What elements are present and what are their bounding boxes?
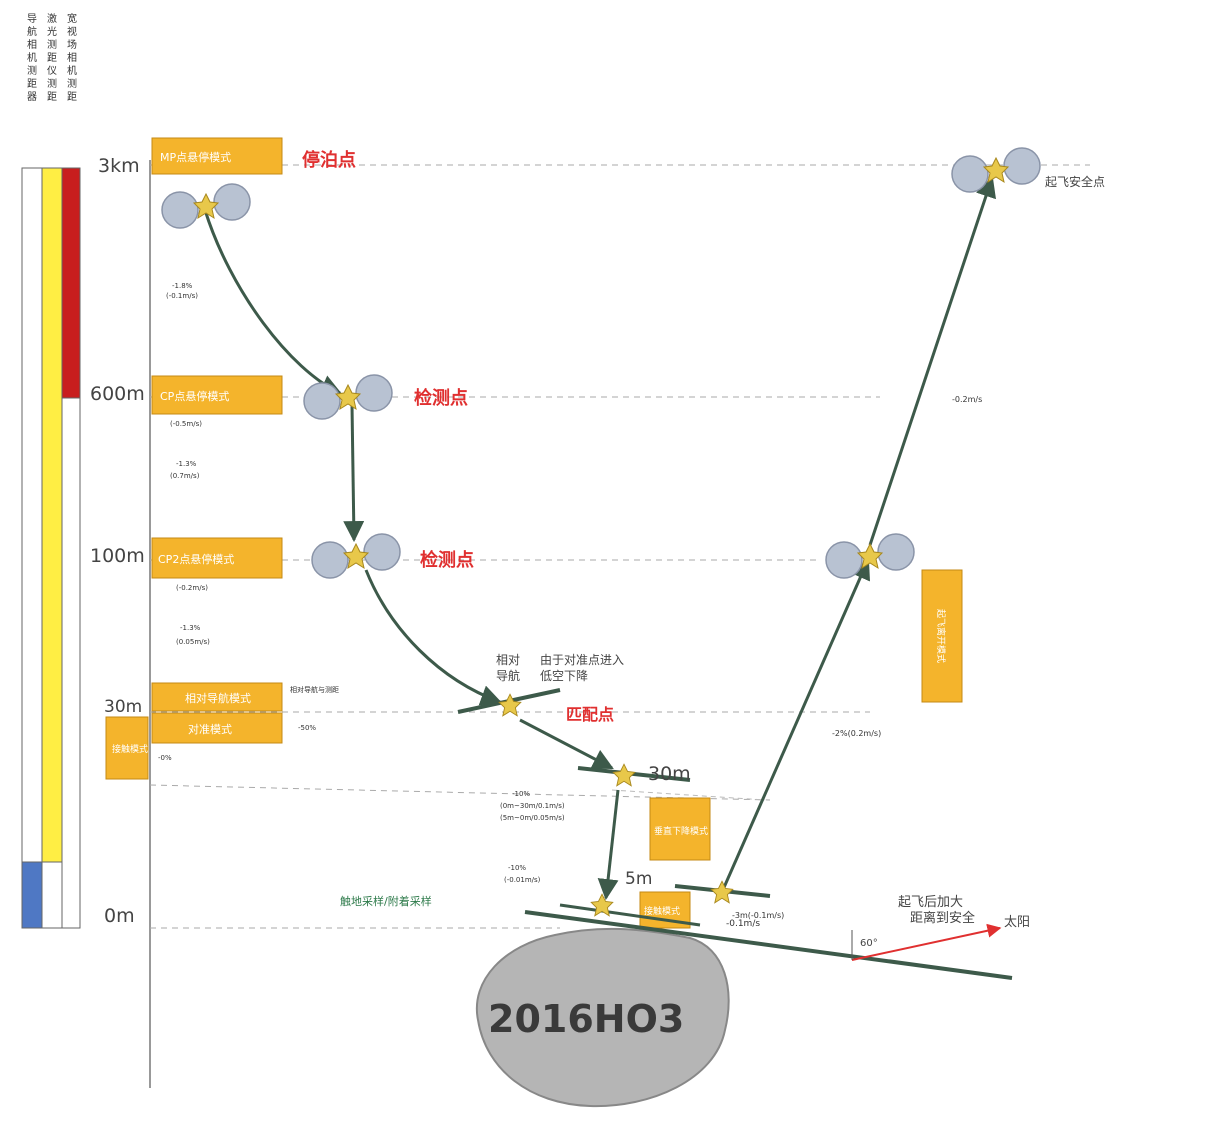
velocity-note-9: -0.2m/s: [952, 395, 982, 404]
label-match-point: 匹配点: [566, 705, 614, 724]
sun-direction-arrow: [851, 923, 1002, 961]
mode-box-vertical-label: 垂直下降模式: [654, 825, 708, 837]
surface-line-lower: [559, 903, 701, 927]
annotation-safe-point: 起飞安全点: [1045, 174, 1105, 189]
marker-30m: [577, 766, 691, 782]
surface-line: [524, 910, 1013, 980]
mode-box-right-vertical: [921, 569, 963, 703]
legend-column-headers: 导航相机测距器 激光测距仪测距 宽视场相机测距: [27, 12, 77, 103]
label-stop-point: 停泊点: [302, 149, 356, 171]
mode-box-cp1-label: CP点悬停模式: [160, 389, 229, 403]
annotation-5m: 5m: [625, 869, 652, 889]
mode-box-mp-label: MP点悬停模式: [160, 150, 231, 164]
mode-box-left-small-label: 接触模式: [112, 743, 148, 755]
flight-path: [203, 176, 997, 901]
velocity-note-4: 相对导航与测距: [290, 685, 339, 694]
legend-bar-laser-bottom: [41, 861, 63, 929]
asteroid-label: 2016HO3: [488, 997, 684, 1041]
drop-dash: [611, 789, 766, 801]
spacecraft-30m-icon: [612, 763, 636, 787]
reference-lines: [149, 164, 1090, 929]
velocity-note-8: -2%(0.2m/s): [832, 729, 881, 738]
legend-col1-text: 导航相机测距器: [27, 13, 37, 103]
annotation-track-2: 导航: [496, 668, 520, 683]
velocity-note-1b: (-0.1m/s): [166, 292, 198, 300]
altitude-label-0m: 0m: [104, 905, 135, 927]
mode-box-vertical: [649, 797, 711, 861]
velocity-note-6a: -10%: [508, 864, 526, 872]
mode-box-left-small: [105, 716, 149, 780]
path-match-to-30m: [519, 718, 614, 770]
mode-box-align-label: 对准模式: [188, 722, 232, 736]
escape-note-line2: 距离到安全: [910, 910, 975, 926]
sun-label: 太阳: [1004, 915, 1030, 930]
legend-bar-wide-camera: [61, 397, 81, 929]
mode-box-track: [151, 682, 283, 712]
spacecraft-cp2-icon: [311, 533, 401, 579]
label-check-point-1: 检测点: [414, 387, 468, 409]
path-mp-to-cp1: [203, 209, 342, 395]
velocity-note-6d: (0m~30m/0.1m/s): [500, 802, 565, 810]
velocity-note-2c: (-0.2m/s): [176, 584, 208, 592]
spacecraft-safe-icon: [951, 147, 1041, 193]
path-100m-to-3km-right: [868, 176, 997, 546]
velocity-note-6e: (5m~0m/0.05m/s): [500, 814, 565, 822]
legend-bar-wide-camera-active: [61, 167, 81, 399]
spacecraft-right-100m-icon: [825, 533, 915, 579]
spacecraft-mp-icon: [161, 183, 251, 229]
altitude-label-3km: 3km: [98, 155, 140, 177]
mode-box-right-vertical-label: 起飞离开模式: [935, 609, 947, 663]
path-30m-to-surface: [597, 789, 620, 901]
spacecraft-icons: [161, 147, 1041, 917]
legend-bar-laser: [41, 167, 63, 863]
asteroid-body: [475, 927, 730, 1108]
legend-bars: [21, 167, 81, 929]
velocity-note-2a: -1.3%: [176, 460, 197, 468]
annotation-approach-2: 低空下降: [540, 669, 588, 683]
spacecraft-surface-icon: [590, 893, 614, 917]
altitude-label-100m: 100m: [90, 545, 145, 567]
sun-angle-label: 60°: [860, 938, 878, 949]
mode-box-cp2-label: CP2点悬停模式: [158, 552, 234, 566]
mode-box-cp1: [151, 375, 283, 415]
velocity-note-1a: -1.8%: [172, 282, 193, 290]
velocity-note-11: -0%: [158, 754, 172, 762]
velocity-note-2b: (0.7m/s): [170, 472, 200, 480]
path-surface-to-100m-right: [720, 558, 871, 893]
altitude-label-600m: 600m: [90, 383, 145, 405]
escape-note-line1: 起飞后加大: [898, 895, 963, 910]
spacecraft-cp1-icon: [303, 374, 393, 420]
legend-col2-text: 激光测距仪测距: [47, 12, 57, 103]
label-check-point-2: 检测点: [420, 549, 474, 571]
velocity-note-6b: (-0.01m/s): [504, 876, 541, 884]
legend-bar-nav-camera: [21, 167, 43, 929]
velocity-note-3b: (0.05m/s): [176, 638, 210, 646]
velocity-note-6c: -10%: [512, 790, 530, 798]
annotation-track-1: 相对: [496, 653, 520, 667]
legend-bar-nav-camera-active: [21, 861, 43, 929]
mode-box-align: [151, 712, 283, 744]
altitude-label-30m: 30m: [104, 697, 142, 717]
annotation-30m: 30m: [648, 763, 691, 785]
path-cp1-to-cp2: [343, 404, 365, 543]
mode-box-track-label: 相对导航模式: [185, 691, 251, 705]
velocity-note-7: -0.1m/s: [726, 919, 760, 929]
ref-line-30m-lower: [149, 784, 771, 801]
velocity-note-10: -3m(-0.1m/s): [732, 911, 784, 920]
mode-boxes: MP点悬停模式 CP点悬停模式 CP2点悬停模式 相对导航模式 对准模式 接触模…: [105, 137, 963, 929]
mode-box-contact-label: 接触模式: [644, 905, 680, 917]
mode-box-cp2: [151, 537, 283, 579]
spacecraft-5m-icon: [710, 880, 734, 904]
spacecraft-match-icon: [498, 693, 522, 717]
velocity-note-1c: (-0.5m/s): [170, 420, 202, 428]
velocity-note-3a: -1.3%: [180, 624, 201, 632]
legend-col3-text: 宽视场相机测距: [67, 12, 77, 103]
mode-box-mp: [151, 137, 283, 175]
velocity-note-5: -50%: [298, 724, 316, 732]
annotation-sampling: 触地采样/附着采样: [340, 894, 432, 908]
annotation-approach-1: 由于对准点进入: [540, 653, 624, 667]
path-cp2-to-match: [364, 569, 502, 706]
